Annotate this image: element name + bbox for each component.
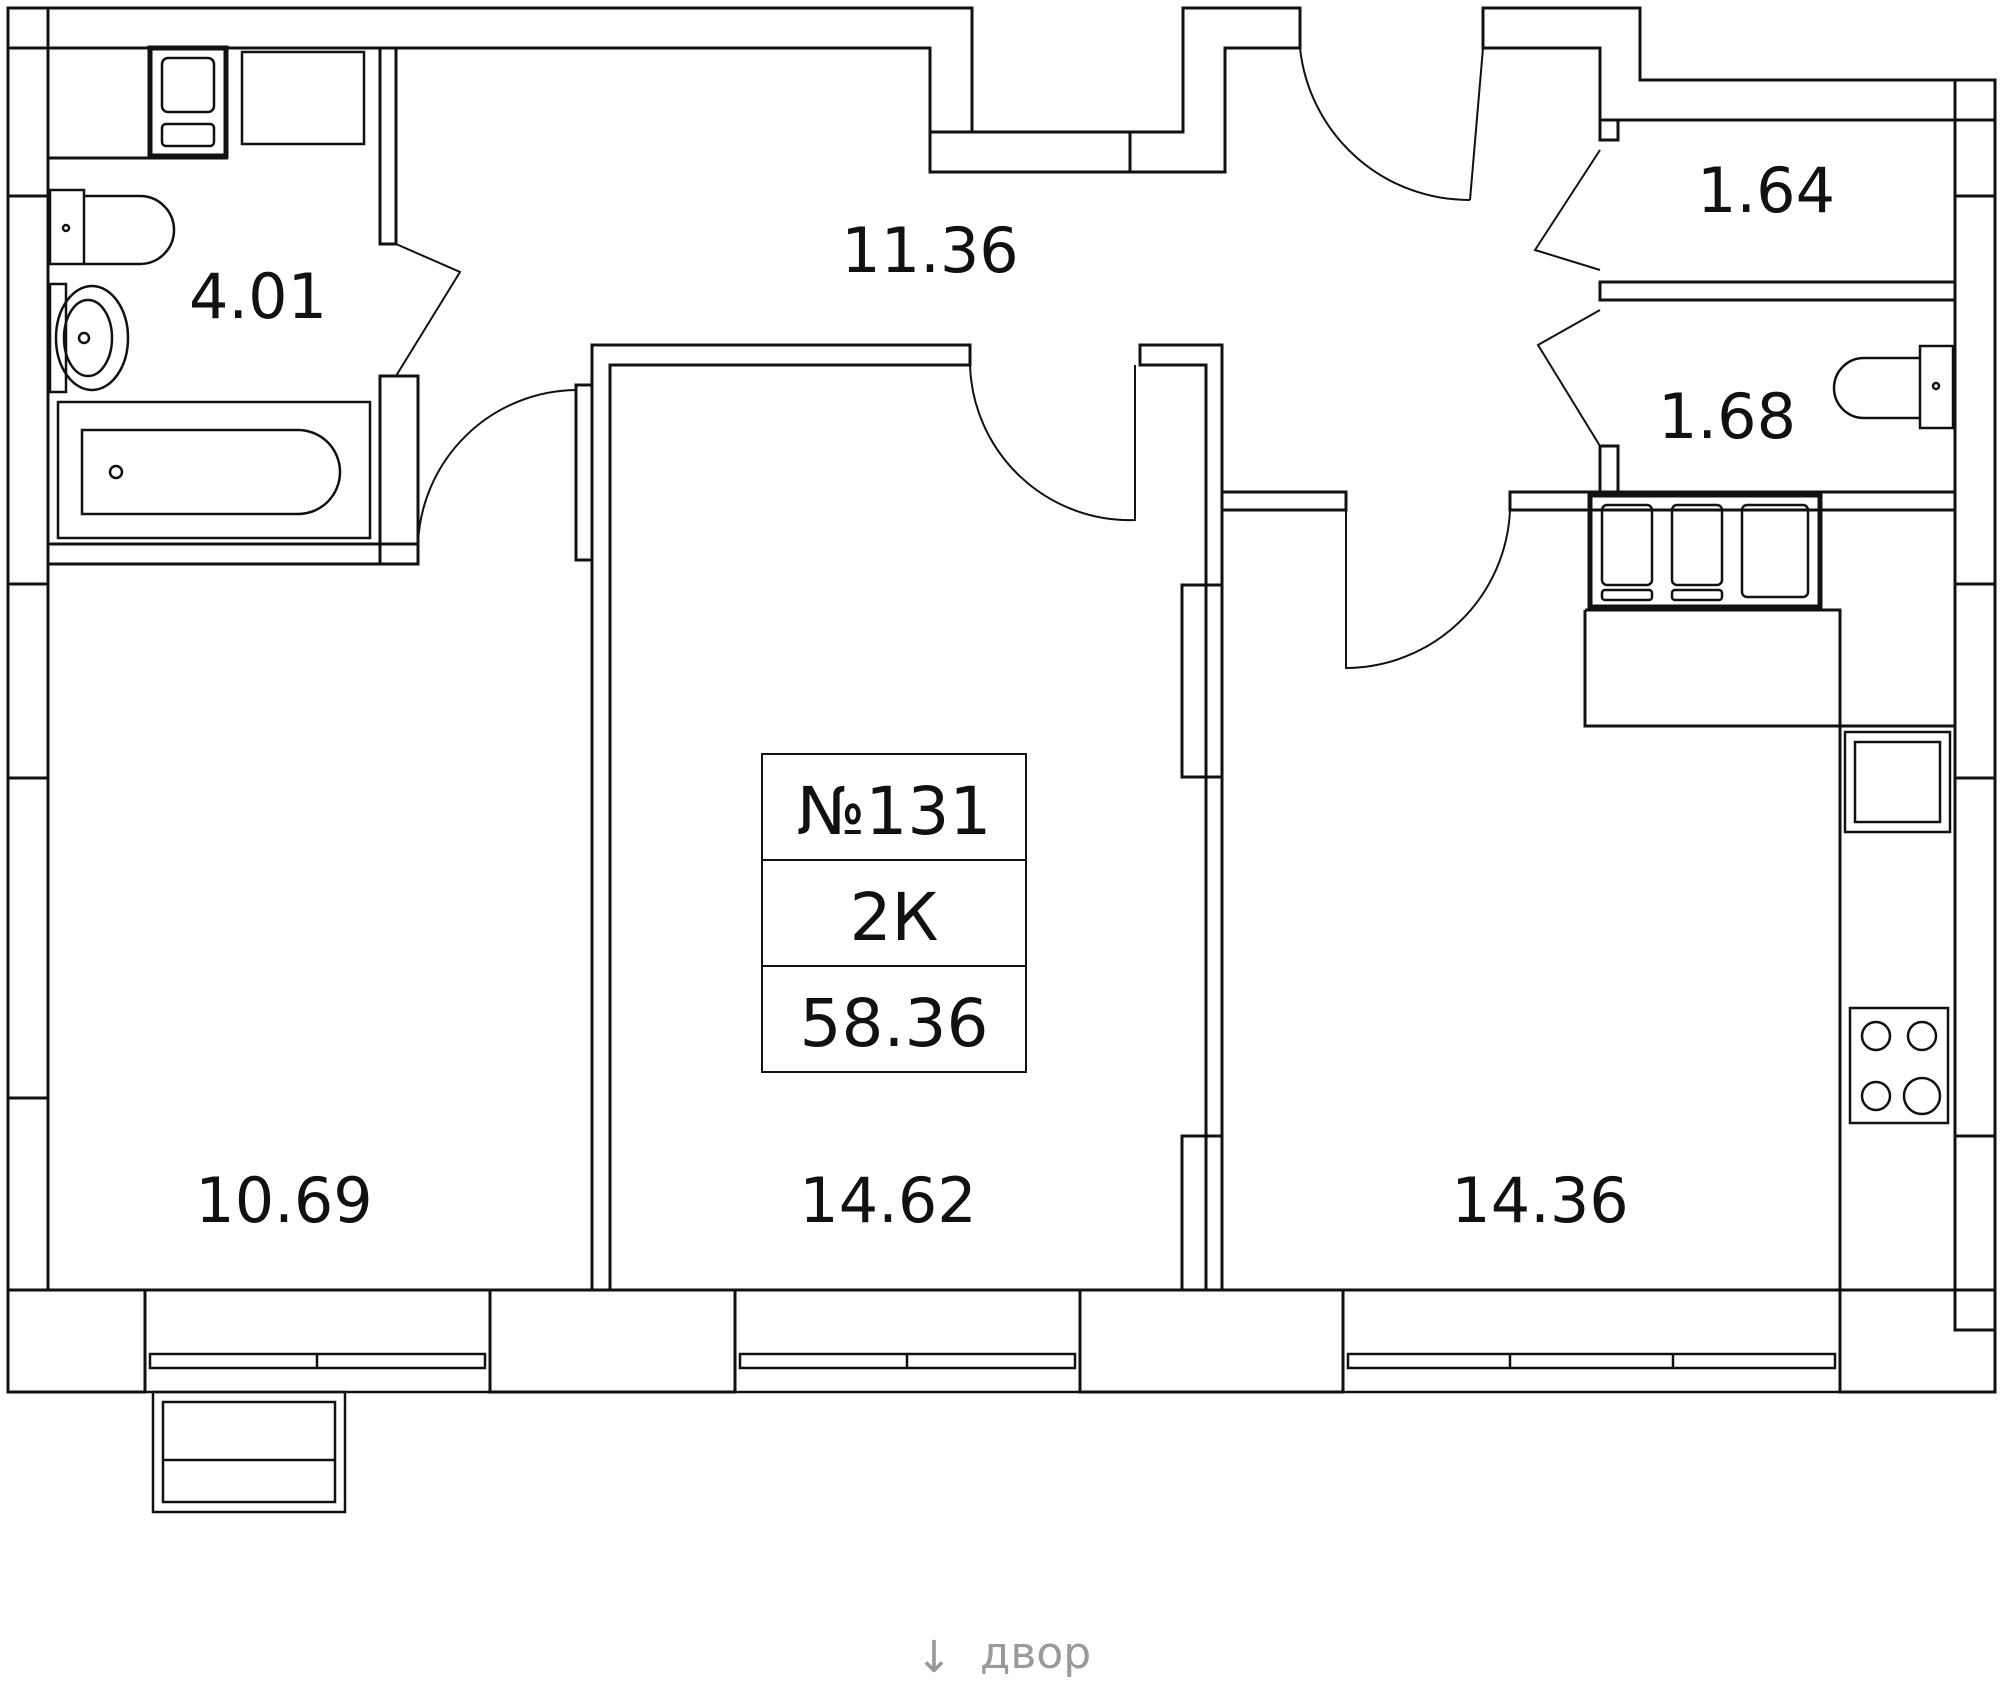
orientation-arrow: ↓ (916, 1632, 953, 1683)
wall-storage-wc-divider (1598, 280, 1957, 302)
sink-bathroom (48, 282, 130, 394)
room-area-kitchen-living: 14.36 (1451, 1164, 1629, 1237)
wall-bottom-1 (6, 1288, 147, 1394)
door-wc (1536, 309, 1601, 447)
kitchen-appliance-block (1587, 492, 1823, 610)
bathtub (56, 400, 372, 540)
window-left (143, 1288, 492, 1394)
room-area-wc: 1.68 (1658, 380, 1796, 453)
labels: №131 2К 58.36 4.01 11.36 1.64 1.68 10.69… (189, 154, 1835, 1683)
door-left-bedroom (417, 389, 577, 564)
wall-top-right (1481, 6, 1997, 122)
balcony (151, 1390, 347, 1514)
door-center-bedroom (969, 364, 1136, 522)
wall-wc-left-bottom (1598, 444, 1620, 494)
wall-bottom-3 (1078, 1288, 1345, 1394)
apartment-number: №131 (797, 773, 992, 850)
orientation-label: двор (980, 1628, 1091, 1679)
room-area-bathroom: 4.01 (189, 260, 327, 333)
door-kitchen (1345, 509, 1511, 670)
room-area-bedroom-center: 14.62 (799, 1164, 977, 1237)
wall-bottom-2 (488, 1288, 737, 1394)
kitchen-sink (1843, 730, 1952, 834)
room-area-storage: 1.64 (1697, 154, 1835, 227)
wall-bathroom-right-top (378, 46, 398, 246)
pilaster-upper (1180, 583, 1224, 779)
door-bathroom (395, 243, 462, 377)
bathroom-cabinet (240, 50, 366, 146)
apartment-type: 2К (850, 879, 939, 956)
kitchen-counter (1583, 608, 1955, 1290)
window-right (1341, 1288, 1842, 1394)
pilaster-lower (1180, 1134, 1224, 1292)
wall-bathroom-right-bottom (378, 374, 420, 566)
wall-bathroom-bottom (46, 542, 420, 566)
wall-top-left (6, 6, 974, 134)
wall-storage-left-top (1598, 118, 1620, 142)
toilet-wc (1832, 344, 1955, 430)
door-entrance (1299, 8, 1484, 202)
wall-top-step (928, 130, 1132, 174)
room-area-bedroom-left: 10.69 (195, 1164, 373, 1237)
door-storage (1533, 149, 1601, 271)
fixtures (48, 45, 1955, 1125)
wall-left-bedroom-jamb (574, 383, 594, 562)
wall-bottom-4 (1838, 1288, 1997, 1394)
wall-kitchen-top (1220, 490, 1348, 512)
washing-machine (147, 45, 229, 159)
room-area-hallway: 11.36 (841, 214, 1019, 287)
toilet-bathroom (48, 188, 176, 266)
wall-top-mid (1128, 6, 1302, 174)
wall-kitchen-top-right (1508, 490, 1957, 512)
stove (1848, 1006, 1950, 1125)
wall-center-left (590, 343, 972, 1292)
window-center (733, 1288, 1082, 1394)
windows (143, 1288, 1842, 1514)
apartment-total-area: 58.36 (800, 985, 989, 1062)
wall-right (1953, 78, 1997, 1332)
doors (395, 8, 1601, 670)
apartment-info-box (761, 753, 1027, 1073)
